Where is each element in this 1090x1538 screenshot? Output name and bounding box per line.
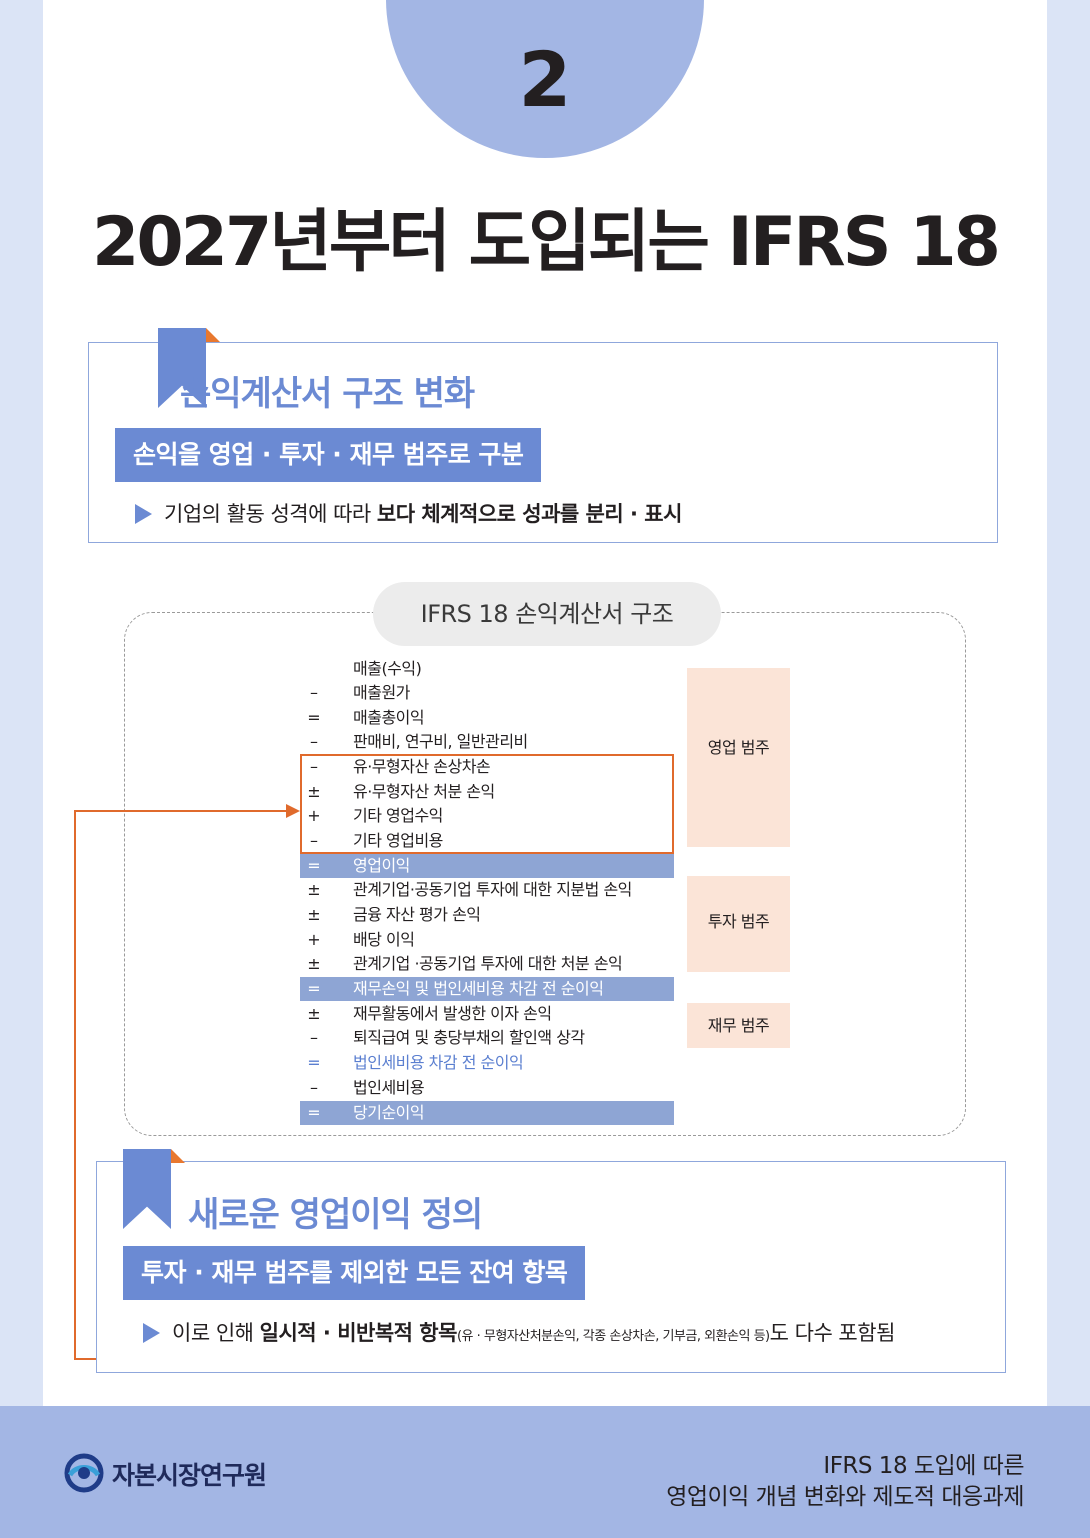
statement-row: ± 유·무형자산 처분 손익 [300,780,674,804]
statement-row: + 배당 이익 [300,928,674,952]
row-label: 금융 자산 평가 손익 [353,905,481,924]
section2-bullet-bold: 일시적 · 비반복적 항목 [259,1321,458,1345]
row-label: 유·무형자산 손상차손 [353,757,491,776]
row-label: 영업이익 [353,856,410,875]
statement-row: – 퇴직급여 및 충당부채의 할인액 상각 [300,1026,674,1050]
statement-row: 매출(수익) [300,657,674,681]
page-number: 2 [518,35,572,124]
row-symbol: ± [307,954,321,973]
row-label: 당기순이익 [353,1103,425,1122]
row-label: 기타 영업수익 [353,806,443,825]
section2-bullet-examples: (유 · 무형자산처분손익, 각종 손상차손, 기부금, 외환손익 등) [456,1329,770,1344]
section2-bullet: 이로 인해 일시적 · 비반복적 항목(유 · 무형자산처분손익, 각종 손상차… [143,1317,895,1347]
row-label: 법인세비용 차감 전 순이익 [353,1053,524,1072]
statement-row: – 기타 영업비용 [300,829,674,853]
row-symbol: = [307,856,321,875]
row-symbol: – [310,757,318,776]
statement-row: = 매출총이익 [300,706,674,730]
row-label: 매출총이익 [353,708,425,727]
row-label: 기타 영업비용 [353,831,443,850]
bookmark-corner-icon [171,1149,185,1163]
statement-row-highlight: = 당기순이익 [300,1101,674,1125]
section1-title: 손익계산서 구조 변화 [180,374,475,414]
highlight-frame [300,754,674,854]
row-symbol: ± [307,905,321,924]
row-symbol: = [307,708,321,727]
footer [0,1406,1090,1538]
row-symbol: ± [307,1004,321,1023]
section2-title: 새로운 영업이익 정의 [188,1195,483,1235]
statement-row: + 기타 영업수익 [300,804,674,828]
statement-row: – 매출원가 [300,681,674,705]
statement-row: ± 관계기업·공동기업 투자에 대한 지분법 손익 [300,878,674,902]
row-label: 재무활동에서 발생한 이자 손익 [353,1004,552,1023]
logo-icon [64,1453,104,1493]
statement-row-subtotal: = 법인세비용 차감 전 순이익 [300,1051,674,1075]
report-title-line2: 영업이익 개념 변화와 제도적 대응과제 [666,1484,1024,1510]
row-symbol: – [310,732,318,751]
report-title-line1: IFRS 18 도입에 따른 [823,1453,1024,1479]
row-symbol: = [307,1103,321,1122]
category-operating: 영업 범주 [687,668,790,847]
row-label: 법인세비용 [353,1078,425,1097]
page: 2 2027년부터 도입되는 IFRS 18 손익계산서 구조 변화 손익을 영… [43,0,1047,1406]
statement-row: – 법인세비용 [300,1076,674,1100]
row-label: 배당 이익 [353,930,415,949]
row-label: 매출원가 [353,683,410,702]
section2-bullet-suffix: 도 다수 포함됨 [769,1321,896,1345]
row-label: 매출(수익) [353,659,422,678]
statement-row: ± 관계기업 ·공동기업 투자에 대한 처분 손익 [300,952,674,976]
row-symbol: ± [307,782,321,801]
section2-bullet-text: 이로 인해 [172,1321,260,1345]
row-label: 판매비, 연구비, 일반관리비 [353,732,528,751]
category-investing: 투자 범주 [687,876,790,972]
section1-bullet: 기업의 활동 성격에 따라 보다 체계적으로 성과를 분리 · 표시 [135,498,682,528]
org-name: 자본시장연구원 [112,1461,267,1490]
row-label: 퇴직급여 및 충당부채의 할인액 상각 [353,1028,585,1047]
statement-row: ± 재무활동에서 발생한 이자 손익 [300,1002,674,1026]
structure-label: IFRS 18 손익계산서 구조 [373,582,721,646]
statement-row: – 판매비, 연구비, 일반관리비 [300,730,674,754]
section1-bullet-bold: 보다 체계적으로 성과를 분리 · 표시 [376,502,683,526]
statement-row: – 유·무형자산 손상차손 [300,755,674,779]
row-symbol: ± [307,880,321,899]
section1-bullet-text: 기업의 활동 성격에 따라 [164,502,377,526]
category-financing: 재무 범주 [687,1003,790,1048]
section1-subtitle: 손익을 영업 · 투자 · 재무 범주로 구분 [115,428,542,482]
triangle-bullet-icon [143,1323,160,1343]
statement-row-highlight: = 재무손익 및 법인세비용 차감 전 순이익 [300,977,674,1001]
triangle-bullet-icon [135,504,152,524]
connector-line-vertical [74,810,76,1359]
statement-row: ± 금융 자산 평가 손익 [300,903,674,927]
row-label: 재무손익 및 법인세비용 차감 전 순이익 [353,979,604,998]
row-symbol: – [310,831,318,850]
row-symbol: – [310,1078,318,1097]
row-label: 관계기업·공동기업 투자에 대한 지분법 손익 [353,880,632,899]
main-title: 2027년부터 도입되는 IFRS 18 [92,203,1001,282]
connector-line-top [74,810,288,812]
page-number-circle: 2 [386,0,704,158]
row-symbol: + [307,930,321,949]
arrow-right-icon [286,804,300,818]
row-label: 유·무형자산 처분 손익 [353,782,495,801]
row-symbol: – [310,1028,318,1047]
row-symbol: – [310,683,318,702]
bookmark-corner-icon [206,328,220,342]
statement-row-highlight: = 영업이익 [300,854,674,878]
section2-subtitle: 투자 · 재무 범주를 제외한 모든 잔여 항목 [123,1246,586,1300]
row-symbol: = [307,979,321,998]
row-symbol: = [307,1053,321,1072]
row-symbol: + [307,806,321,825]
row-label: 관계기업 ·공동기업 투자에 대한 처분 손익 [353,954,623,973]
